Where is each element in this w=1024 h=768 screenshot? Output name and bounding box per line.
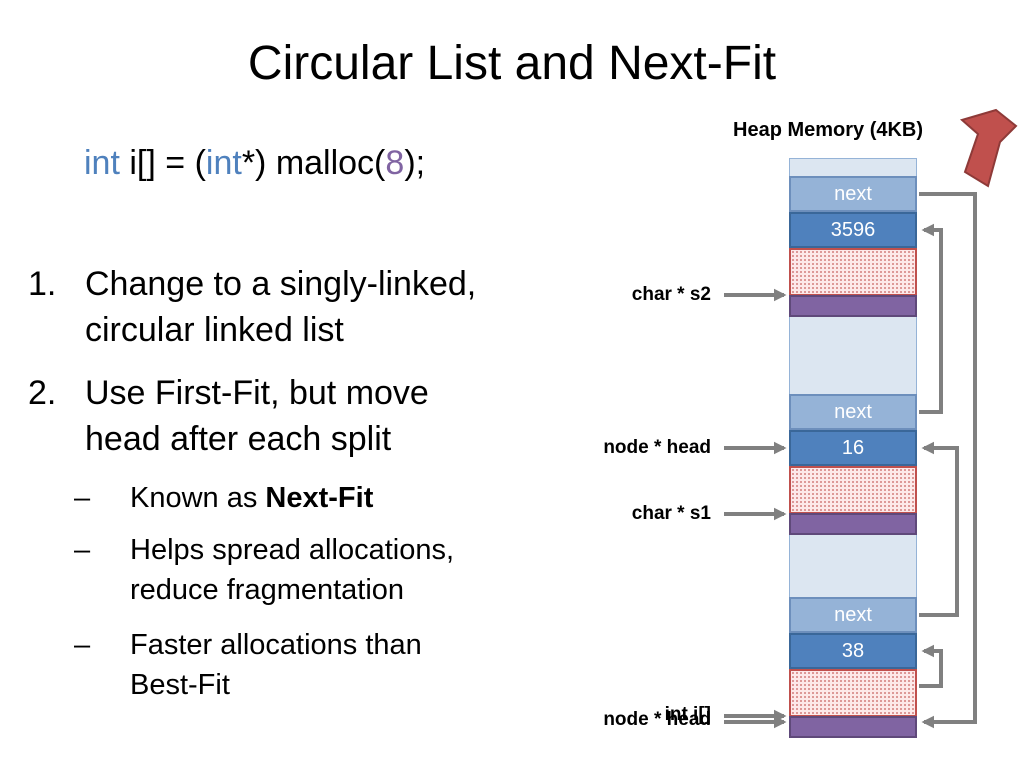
pointer-label-s2: char * s2: [631, 284, 711, 305]
code-keyword: int: [84, 144, 120, 182]
list-item-line: head after each split: [85, 420, 392, 458]
code-text: );: [404, 144, 426, 182]
code-keyword: int: [205, 144, 242, 182]
list-item-text: Change to a singly-linked, circular link…: [85, 261, 476, 353]
code-text: *) malloc(: [241, 144, 386, 182]
next-pointer-cell: next: [789, 176, 917, 212]
next-pointer-cell: next: [789, 394, 917, 430]
next-link-arrow: [919, 223, 943, 414]
slide-title: Circular List and Next-Fit: [247, 37, 777, 90]
code-line: int i[] = (int*) malloc(8);: [84, 143, 425, 183]
list-marker: 2.: [28, 374, 57, 412]
pointer-label-i: int i[]: [664, 704, 711, 725]
next-pointer-cell: next: [789, 597, 917, 633]
circular-link-arrow: [919, 192, 977, 729]
list-item-text: Use First-Fit, but move head after each …: [85, 370, 429, 462]
list-item-line: Change to a singly-linked,: [85, 265, 477, 303]
bullet-list: 1. Change to a singly-linked, circular l…: [28, 261, 476, 705]
code-text: i[] = (: [119, 144, 206, 182]
next-link-arrow: [919, 441, 959, 617]
code-number: 8: [385, 144, 405, 182]
sub-marker: –: [74, 534, 91, 566]
size-cell: 3596: [789, 212, 917, 248]
next-link-arrow: [919, 644, 943, 688]
sub-item-bold: Next-Fit: [265, 482, 374, 514]
sub-item-text: Faster allocations than Best-Fit: [130, 625, 422, 705]
data-region: [789, 669, 917, 717]
sub-item-line: reduce fragmentation: [130, 574, 405, 606]
sub-item-line: Helps spread allocations,: [130, 534, 455, 566]
heap-title: Heap Memory (4KB): [733, 119, 924, 141]
sub-marker: –: [74, 482, 91, 514]
allocation-end: [789, 716, 917, 738]
sub-item-line: Faster allocations than: [130, 629, 422, 661]
list-item-line: Use First-Fit, but move: [85, 374, 429, 412]
pointer-label-head: node * head: [603, 437, 711, 458]
sub-marker: –: [74, 629, 91, 661]
data-region: [789, 466, 917, 514]
sub-item-line: Best-Fit: [130, 669, 230, 701]
sub-item-text: Known as Next-Fit: [130, 478, 373, 518]
list-item-line: circular linked list: [85, 311, 344, 349]
head-marker-arrow: [959, 108, 1018, 188]
list-marker: 1.: [28, 265, 57, 303]
sub-item-text: Helps spread allocations, reduce fragmen…: [130, 530, 454, 610]
size-cell: 16: [789, 430, 917, 466]
pointer-label-s1: char * s1: [631, 503, 711, 524]
size-cell: 38: [789, 633, 917, 669]
pointer-label-old-head: node * head: [603, 709, 711, 730]
allocation-end: [789, 295, 917, 317]
sub-item-prefix: Known as: [130, 482, 266, 514]
allocation-end: [789, 513, 917, 535]
